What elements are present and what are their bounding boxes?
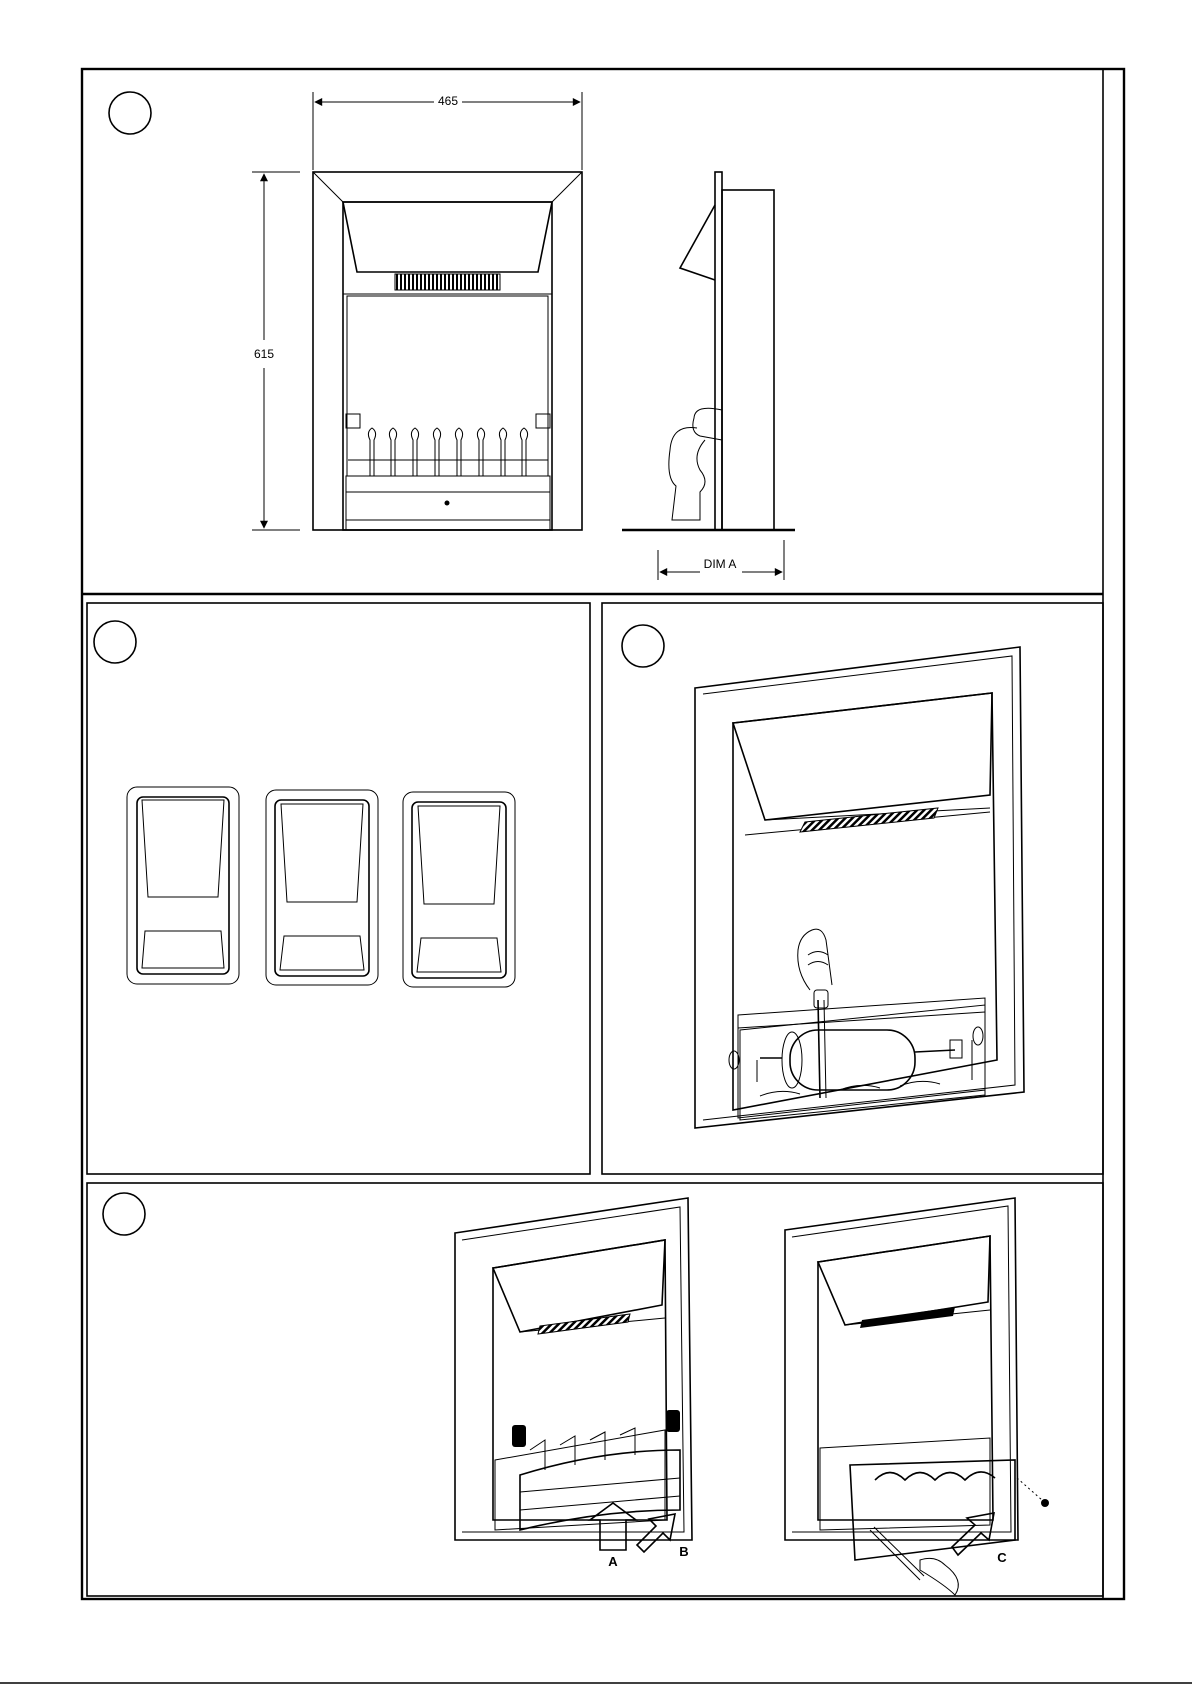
trim-option-3	[403, 792, 515, 987]
arrow-b-label: B	[679, 1544, 688, 1559]
arrow-a-label: A	[608, 1554, 618, 1569]
depth-dimension-label: DIM A	[704, 557, 737, 571]
fire-with-fret	[455, 1198, 692, 1540]
fire-perspective-3	[695, 647, 1024, 1128]
trim-option-2	[266, 790, 378, 985]
hand-screwdriver-3	[798, 929, 832, 1098]
trim-option-1	[127, 787, 239, 984]
fret-spindles	[346, 414, 550, 476]
width-dimension-label: 465	[438, 94, 458, 108]
fire-side-elevation: DIM A	[622, 172, 795, 580]
height-dimension-label: 615	[254, 347, 274, 361]
fire-front-elevation	[313, 172, 582, 530]
panel-3-fuel-bed-fitting	[602, 603, 1103, 1174]
step-circle-1	[109, 92, 151, 134]
panel-2-trim-options	[87, 603, 590, 1174]
step-circle-2	[94, 621, 136, 663]
panel-4-fret-removal: A B C	[87, 1183, 1103, 1596]
panel-1-dimensions: 465 615	[109, 92, 795, 580]
arrow-c-label: C	[997, 1550, 1007, 1565]
page-frame	[82, 69, 1124, 1599]
step-circle-4	[103, 1193, 145, 1235]
arrow-a	[590, 1503, 636, 1550]
fire-with-front-panel	[785, 1198, 1049, 1595]
step-circle-3	[622, 625, 664, 667]
